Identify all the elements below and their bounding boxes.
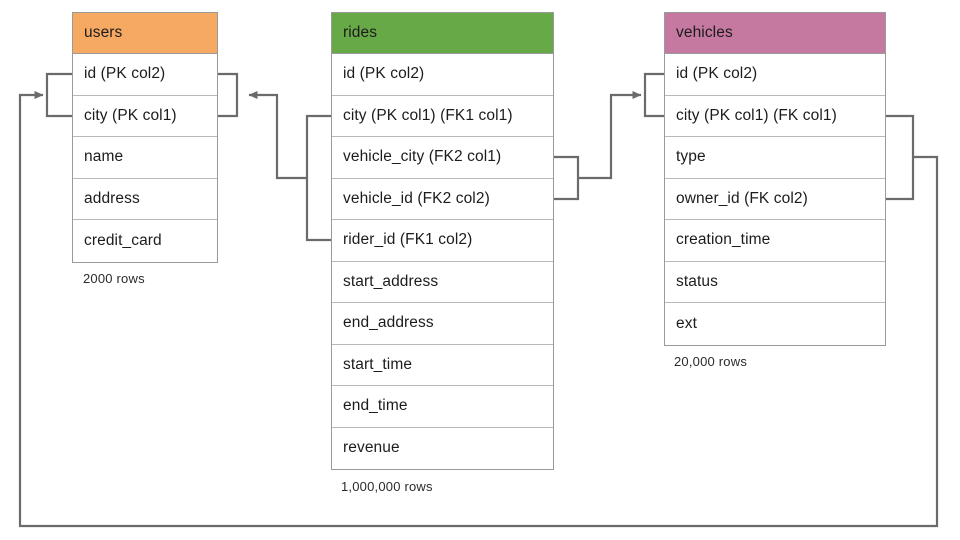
connector-rides-fk2-to-vehicles [578, 91, 642, 180]
table-rides-column-revenue[interactable]: revenue [332, 427, 553, 469]
table-vehicles-column-ext[interactable]: ext [665, 303, 885, 345]
vehicles-right-bracket-fk [886, 114, 915, 201]
table-rides-column-vehicle-id[interactable]: vehicle_id (FK2 col2) [332, 178, 553, 220]
table-rides-column-end-time[interactable]: end_time [332, 386, 553, 428]
connector-rides-fk1-to-users [248, 91, 307, 180]
table-vehicles-column-owner-id[interactable]: owner_id (FK col2) [665, 178, 885, 220]
table-users-column-name[interactable]: name [73, 137, 217, 179]
table-vehicles-header: vehicles [665, 13, 885, 54]
table-rides-column-start-address[interactable]: start_address [332, 261, 553, 303]
table-rides-column-vehicle-city[interactable]: vehicle_city (FK2 col1) [332, 137, 553, 179]
users-left-bracket [45, 72, 72, 118]
table-rides[interactable]: rides id (PK col2) city (PK col1) (FK1 c… [331, 12, 554, 470]
table-rides-column-rider-id[interactable]: rider_id (FK1 col2) [332, 220, 553, 262]
table-users-column-city[interactable]: city (PK col1) [73, 95, 217, 137]
table-vehicles-column-city[interactable]: city (PK col1) (FK col1) [665, 95, 885, 137]
table-rides-column-id[interactable]: id (PK col2) [332, 54, 553, 96]
table-vehicles-column-creation-time[interactable]: creation_time [665, 220, 885, 262]
table-vehicles-column-type[interactable]: type [665, 137, 885, 179]
users-right-bracket [218, 72, 239, 118]
table-vehicles-column-status[interactable]: status [665, 261, 885, 303]
table-rides-column-end-address[interactable]: end_address [332, 303, 553, 345]
table-rides-column-city[interactable]: city (PK col1) (FK1 col1) [332, 95, 553, 137]
table-users-column-id[interactable]: id (PK col2) [73, 54, 217, 96]
rides-right-bracket-fk2 [554, 155, 580, 201]
table-users-row-count: 2000 rows [83, 271, 145, 286]
table-rides-row-count: 1,000,000 rows [341, 479, 433, 494]
table-vehicles[interactable]: vehicles id (PK col2) city (PK col1) (FK… [664, 12, 886, 346]
table-users-column-address[interactable]: address [73, 178, 217, 220]
table-vehicles-column-id[interactable]: id (PK col2) [665, 54, 885, 96]
rides-left-bracket-fk1 [305, 114, 331, 242]
table-rides-column-start-time[interactable]: start_time [332, 344, 553, 386]
vehicles-left-bracket [643, 72, 664, 118]
table-vehicles-row-count: 20,000 rows [674, 354, 748, 369]
table-users[interactable]: users id (PK col2) city (PK col1) name a… [72, 12, 218, 263]
table-rides-header: rides [332, 13, 553, 54]
table-users-column-credit-card[interactable]: credit_card [73, 220, 217, 262]
table-users-header: users [73, 13, 217, 54]
